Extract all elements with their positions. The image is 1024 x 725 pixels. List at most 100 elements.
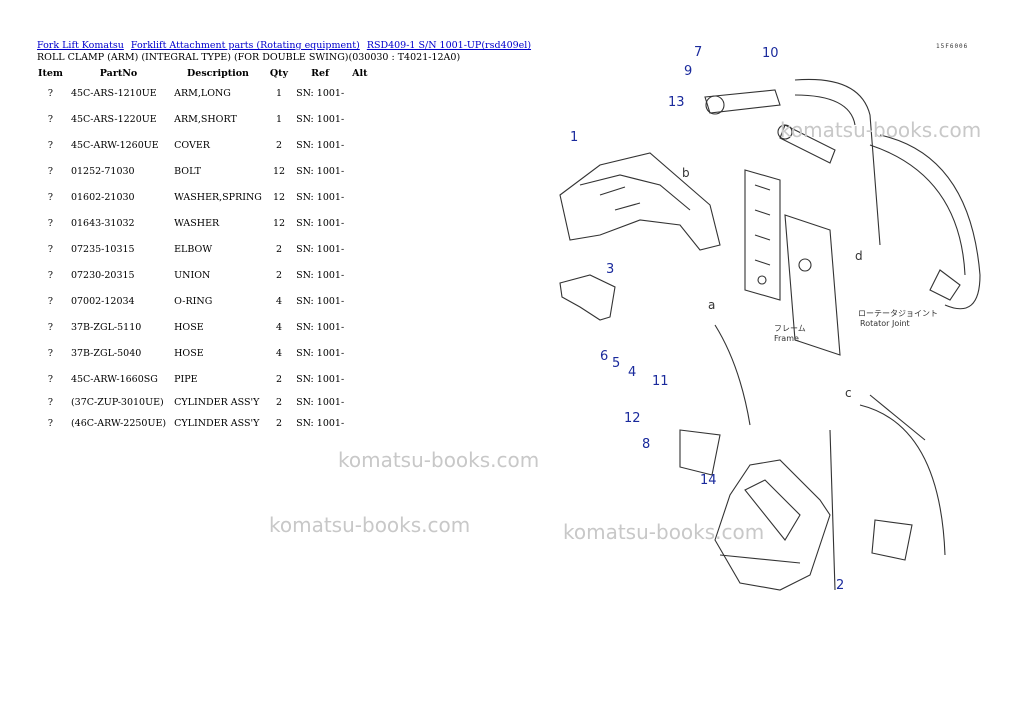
frame-drawing xyxy=(744,169,781,301)
cell-ref: SN: 1001- xyxy=(296,295,345,307)
callout-11: 11 xyxy=(652,374,669,389)
letter-c: c xyxy=(845,386,852,400)
cell-partno: (46C-ARW-2250UE) xyxy=(70,418,167,429)
cell-item: ? xyxy=(47,347,54,359)
cell-description: WASHER xyxy=(174,217,220,229)
watermark: komatsu-books.com xyxy=(338,448,540,472)
cell-partno: 37B-ZGL-5110 xyxy=(70,321,142,333)
cell-item: ? xyxy=(47,87,54,99)
header-description: Description xyxy=(187,67,249,79)
cell-partno: 07230-20315 xyxy=(70,269,135,281)
cell-partno: 45C-ARW-1660SG xyxy=(70,373,158,385)
cell-qty: 2 xyxy=(275,397,282,408)
cell-alt xyxy=(348,288,371,314)
diagram-code: 15F6006 xyxy=(936,43,969,50)
cell-qty: 2 xyxy=(275,418,282,429)
cell-partno: 01643-31032 xyxy=(70,217,135,229)
cover-drawing xyxy=(559,274,616,321)
cell-qty: 2 xyxy=(275,243,282,255)
cell-partno: 45C-ARW-1260UE xyxy=(70,139,159,151)
cell-item: ? xyxy=(47,191,54,203)
cell-partno: 07235-10315 xyxy=(70,243,135,255)
breadcrumb-link-attachment-parts[interactable]: Forklift Attachment parts (Rotating equi… xyxy=(130,40,360,51)
cell-qty: 4 xyxy=(275,347,282,359)
table-row: ? 07235-10315 ELBOW 2 SN: 1001- xyxy=(34,236,372,262)
table-row: ? 07230-20315 UNION 2 SN: 1001- xyxy=(34,262,372,288)
table-row: ? 07002-12034 O-RING 4 SN: 1001- xyxy=(34,288,372,314)
cell-ref: SN: 1001- xyxy=(296,87,345,99)
cell-description: ARM,LONG xyxy=(174,87,231,99)
cell-ref: SN: 1001- xyxy=(296,113,345,125)
letter-b: b xyxy=(682,166,690,180)
letter-a: a xyxy=(708,298,715,312)
arm-long-drawing xyxy=(559,152,721,251)
watermark: komatsu-books.com xyxy=(563,520,765,544)
breadcrumb-link-fork-lift[interactable]: Fork Lift Komatsu xyxy=(37,40,124,51)
cell-alt xyxy=(348,340,371,366)
cell-alt xyxy=(348,80,371,106)
cell-description: O-RING xyxy=(174,295,213,307)
cell-alt xyxy=(348,413,371,434)
cell-alt xyxy=(348,132,371,158)
table-row: ? 45C-ARS-1220UE ARM,SHORT 1 SN: 1001- xyxy=(34,106,372,132)
cell-ref: SN: 1001- xyxy=(296,243,345,255)
breadcrumb-link-model[interactable]: RSD409-1 S/N 1001-UP(rsd409el) xyxy=(366,40,532,51)
callout-6: 6 xyxy=(600,349,608,364)
cell-qty: 4 xyxy=(275,295,282,307)
cell-description: HOSE xyxy=(174,321,204,333)
cell-qty: 12 xyxy=(272,191,286,203)
cell-alt xyxy=(348,158,371,184)
header-partno: PartNo xyxy=(99,67,138,79)
callout-7: 7 xyxy=(694,45,702,60)
cell-qty: 2 xyxy=(275,373,282,385)
cell-qty: 12 xyxy=(272,217,286,229)
joint-label: Rotator Joint xyxy=(860,319,910,328)
cell-qty: 1 xyxy=(275,113,282,125)
cell-ref: SN: 1001- xyxy=(296,191,345,203)
cell-alt xyxy=(348,184,371,210)
cell-ref: SN: 1001- xyxy=(296,321,345,333)
callout-4: 4 xyxy=(628,365,636,380)
cell-qty: 4 xyxy=(275,321,282,333)
cell-description: ELBOW xyxy=(174,243,213,255)
cell-description: BOLT xyxy=(174,165,201,177)
cell-partno: (37C-ZUP-3010UE) xyxy=(70,397,164,408)
cell-alt xyxy=(348,262,371,288)
cell-qty: 1 xyxy=(275,87,282,99)
watermark: komatsu-books.com xyxy=(780,118,982,142)
cell-alt xyxy=(348,106,371,132)
callout-8: 8 xyxy=(642,437,650,452)
cylinder-lower-right-drawing xyxy=(871,519,913,561)
cylinder-lower-left-drawing xyxy=(679,429,721,476)
cell-description: ARM,SHORT xyxy=(174,113,237,125)
header-qty: Qty xyxy=(269,67,289,79)
frame-label: Frame xyxy=(774,334,799,343)
cell-item: ? xyxy=(47,295,54,307)
parts-diagram: 1 2 3 4 5 6 7 8 9 10 11 12 13 14 b a c d… xyxy=(559,45,981,593)
cell-partno: 07002-12034 xyxy=(70,295,135,307)
cell-qty: 2 xyxy=(275,269,282,281)
parts-table: Item PartNo Description Qty Ref Alt ?45C… xyxy=(34,66,372,434)
cell-ref: SN: 1001- xyxy=(296,397,345,408)
cell-ref: SN: 1001- xyxy=(296,269,345,281)
watermark: komatsu-books.com xyxy=(269,513,471,537)
cell-item: ? xyxy=(47,269,54,281)
arm-short-drawing xyxy=(714,459,831,591)
cell-description: UNION xyxy=(174,269,211,281)
cell-item: ? xyxy=(47,113,54,125)
cell-item: ? xyxy=(47,373,54,385)
breadcrumb: Fork Lift Komatsu Forklift Attachment pa… xyxy=(37,40,535,51)
cell-ref: SN: 1001- xyxy=(296,217,345,229)
cell-description: WASHER,SPRING xyxy=(174,191,262,203)
header-alt: Alt xyxy=(352,67,368,79)
cell-item: ? xyxy=(47,243,54,255)
callout-3: 3 xyxy=(606,262,614,277)
cell-item: ? xyxy=(47,217,54,229)
header-item: Item xyxy=(38,67,63,79)
cell-partno: 45C-ARS-1220UE xyxy=(70,113,157,125)
